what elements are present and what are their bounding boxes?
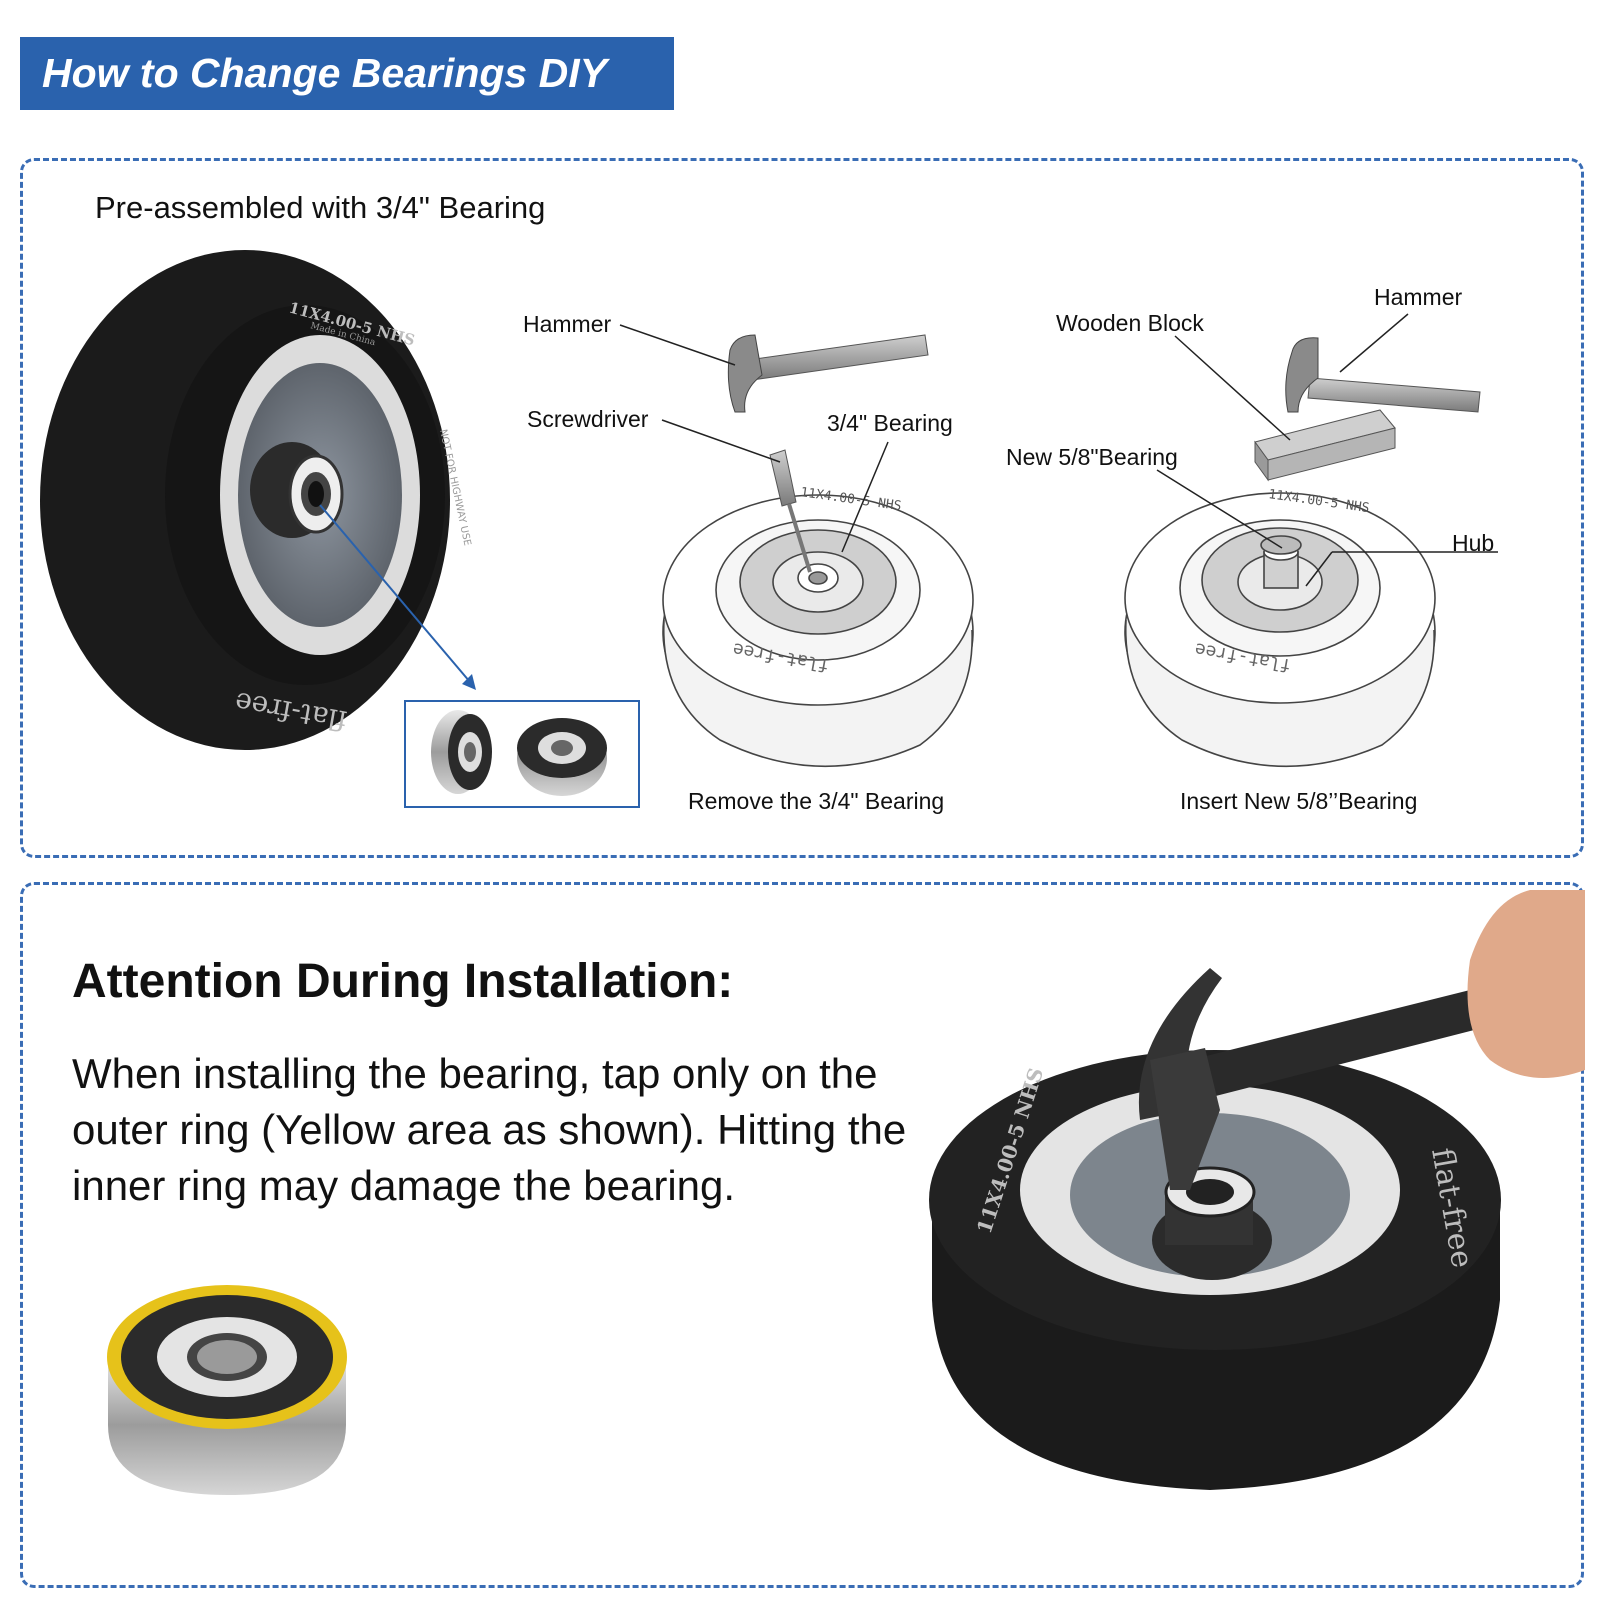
page-title: How to Change Bearings DIY — [42, 50, 607, 96]
hammer-with-hand-icon — [1138, 890, 1585, 1190]
tire-sketch-remove: 11X4.00-5 NHS flat-free — [662, 485, 974, 768]
section1-title: Pre-assembled with 3/4" Bearing — [95, 190, 546, 225]
wooden-block-icon — [1254, 409, 1396, 482]
tire-preassembled: 11X4.00-5 NHS Made in China flat-free NO… — [40, 250, 473, 750]
attention-body: When installing the bearing, tap only on… — [72, 1046, 972, 1214]
tire-install-photo: 11X4.00-5 NHS flat-free — [929, 1050, 1501, 1490]
header-banner: How to Change Bearings DIY — [20, 37, 674, 110]
bearing-pair-image — [431, 710, 607, 796]
label-bearing-34: 3/4" Bearing — [827, 410, 953, 436]
label-hammer-step2: Hammer — [1374, 284, 1463, 310]
label-hub: Hub — [1452, 530, 1495, 556]
hammer-icon-step2 — [1285, 337, 1481, 413]
screwdriver-icon — [769, 449, 812, 573]
label-hammer-step1: Hammer — [523, 311, 612, 337]
attention-line: When installing the bearing, tap only on… — [72, 1050, 878, 1097]
bearing-inset-frame — [404, 700, 640, 808]
attention-line: inner ring may damage the bearing. — [72, 1162, 736, 1209]
label-screwdriver: Screwdriver — [527, 406, 649, 432]
tire-sketch-insert: 11X4.00-5 NHS flat-free — [1124, 487, 1436, 768]
attention-line: outer ring (Yellow area as shown). Hitti… — [72, 1106, 907, 1153]
label-new-bearing: New 5/8"Bearing — [1006, 444, 1178, 470]
caption-insert-bearing: Insert New 5/8’’Bearing — [1180, 788, 1418, 814]
leader-lines — [619, 313, 1498, 587]
bearing-yellow-ring-image — [107, 1285, 347, 1495]
bearing-pointer-line — [319, 504, 471, 683]
label-wooden-block: Wooden Block — [1056, 310, 1204, 336]
attention-title: Attention During Installation: — [72, 955, 734, 1008]
section-attention — [20, 882, 1584, 1588]
arrow-head-icon — [462, 674, 476, 690]
caption-remove-bearing: Remove the 3/4" Bearing — [688, 788, 945, 814]
hammer-icon-step1 — [727, 334, 929, 413]
section-bearing-change — [20, 158, 1584, 858]
